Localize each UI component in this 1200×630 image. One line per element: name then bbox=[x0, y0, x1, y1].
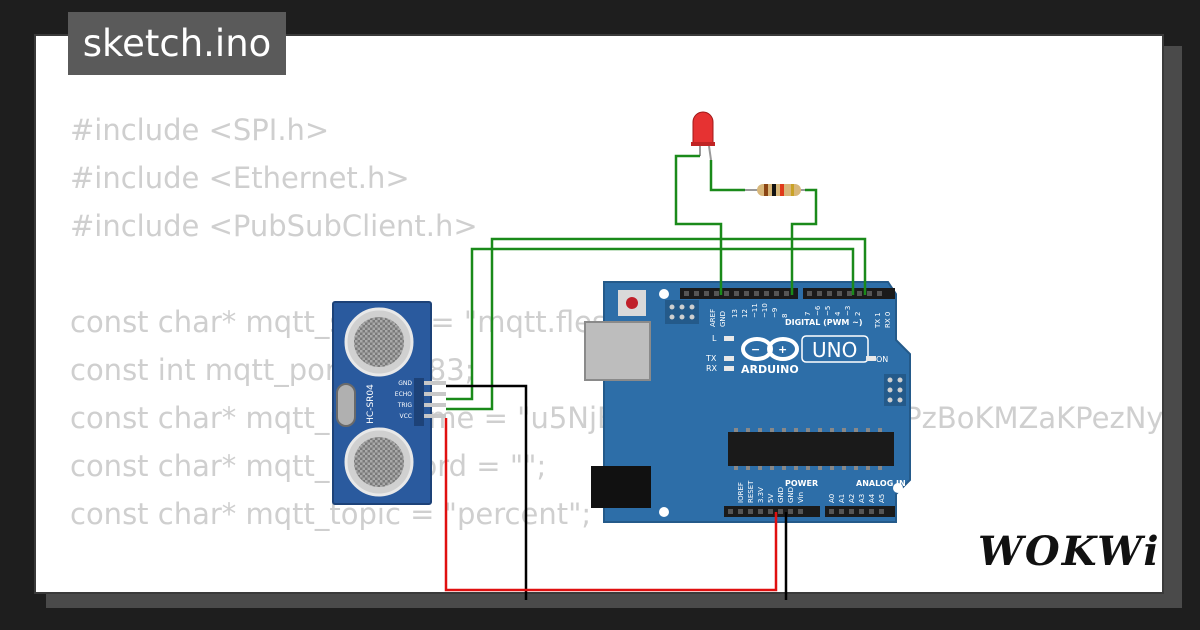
pin-label: TX 1 bbox=[874, 312, 882, 329]
pin-label: A5 bbox=[878, 494, 886, 503]
pin-label: AREF bbox=[709, 309, 717, 327]
pin-label: ~9 bbox=[771, 308, 779, 318]
pin-label: ~6 bbox=[814, 305, 822, 316]
code-line: #include <Ethernet.h> bbox=[70, 161, 410, 195]
pin-label: 5V bbox=[767, 494, 775, 503]
svg-text:−: − bbox=[751, 343, 760, 356]
pin-label: ~10 bbox=[761, 303, 769, 318]
tx-label: TX bbox=[705, 354, 717, 363]
pin-label: GND bbox=[777, 487, 785, 503]
sensor-pin-label: VCC bbox=[400, 413, 412, 420]
pin-label: GND bbox=[787, 487, 795, 503]
code-line: #include <SPI.h> bbox=[70, 113, 330, 147]
pin-label: IOREF bbox=[737, 482, 745, 503]
pin-label: 7 bbox=[804, 312, 812, 316]
ultrasonic-sensor[interactable]: HC-SR04 GND ECHO TRIG VCC bbox=[332, 301, 446, 505]
preview-canvas: #include <SPI.h> #include <Ethernet.h> #in… bbox=[34, 34, 1164, 594]
sensor-model-label: HC-SR04 bbox=[366, 384, 376, 424]
pin-label: RX 0 bbox=[884, 312, 892, 328]
pin-label: 12 bbox=[741, 309, 749, 318]
arduino-brand-label: ARDUINO bbox=[741, 363, 799, 376]
pin-label: ~5 bbox=[824, 306, 832, 316]
digital-header-label: DIGITAL (PWM ~) bbox=[785, 318, 863, 327]
uno-label: UNO bbox=[812, 338, 857, 362]
led-l-label: L bbox=[712, 334, 717, 343]
arduino-infinity-logo bbox=[741, 337, 799, 361]
pin-label: 13 bbox=[731, 309, 739, 318]
pin-label: ~11 bbox=[751, 303, 759, 318]
pin-label: A3 bbox=[858, 494, 866, 503]
resistor[interactable] bbox=[745, 184, 805, 196]
pin-label: GND bbox=[719, 311, 727, 327]
wokwi-logo: WOKWi bbox=[978, 528, 1161, 575]
pin-label: 2 bbox=[854, 312, 862, 316]
arduino-uno-board[interactable]: AREF GND 13 12 ~11 ~10 ~9 8 7 ~6 ~5 4 ~3… bbox=[584, 281, 911, 523]
rx-label: RX bbox=[706, 364, 718, 373]
power-header-label: POWER bbox=[785, 479, 818, 488]
pin-label: ~3 bbox=[844, 306, 852, 316]
pin-label: A4 bbox=[868, 493, 876, 503]
pin-label: A2 bbox=[848, 494, 856, 503]
svg-text:+: + bbox=[778, 343, 787, 356]
analog-header-label: ANALOG IN bbox=[856, 479, 906, 488]
red-led[interactable] bbox=[691, 111, 715, 161]
pin-label: 8 bbox=[781, 314, 789, 318]
pin-label: A1 bbox=[838, 494, 846, 503]
code-line: #include <PubSubClient.h> bbox=[70, 209, 478, 243]
wiring bbox=[444, 154, 867, 600]
pin-label: 3.3V bbox=[757, 487, 765, 503]
pin-label: RESET bbox=[747, 480, 755, 503]
pin-label: A0 bbox=[828, 494, 836, 503]
sensor-pin-label: TRIG bbox=[397, 402, 413, 409]
on-led-label: ON bbox=[876, 355, 888, 364]
file-tab[interactable]: sketch.ino bbox=[68, 12, 286, 75]
sensor-pin-label: GND bbox=[398, 380, 412, 387]
pin-label: Vin bbox=[797, 492, 805, 503]
sensor-pin-label: ECHO bbox=[395, 391, 412, 398]
pin-label: 4 bbox=[834, 311, 842, 316]
